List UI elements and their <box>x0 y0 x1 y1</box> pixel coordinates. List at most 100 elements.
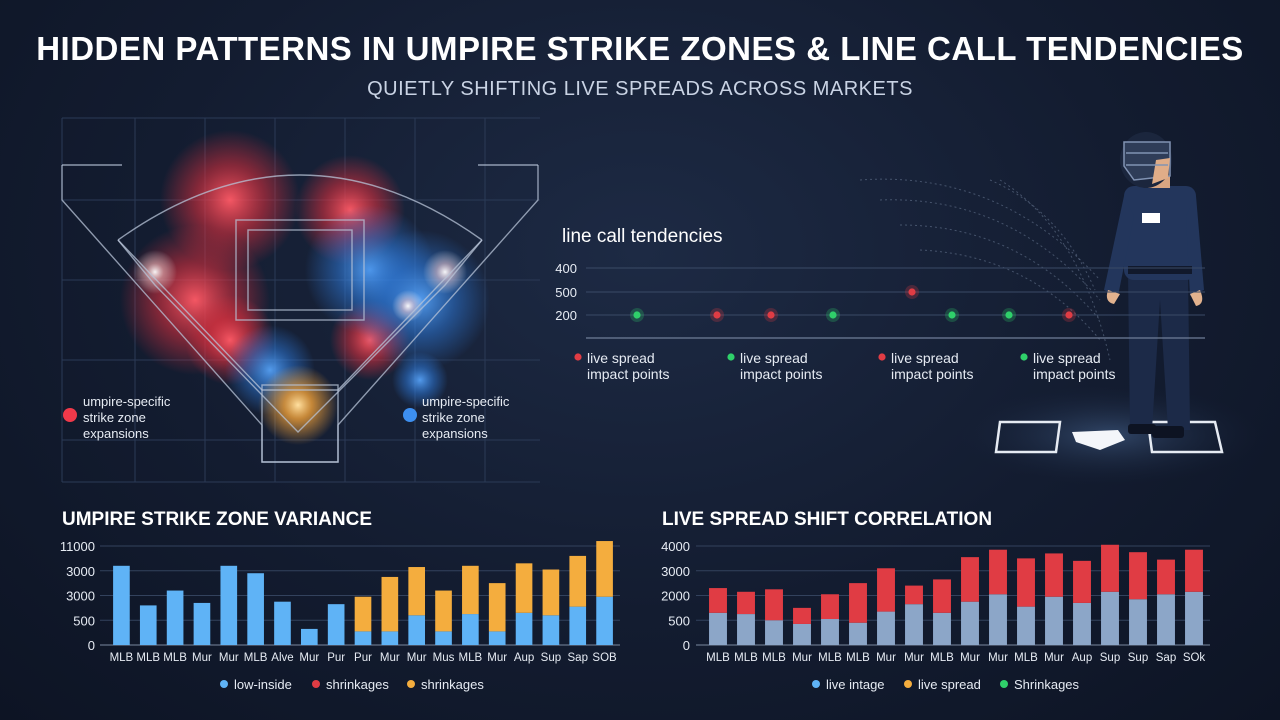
b2-bar-red <box>961 557 979 602</box>
b1-x-label: Sap <box>568 652 588 664</box>
b2-bar-steel <box>989 594 1007 645</box>
page-subtitle: QUIETLY SHIFTING LIVE SPREADS ACROSS MAR… <box>367 78 913 100</box>
b1-x-label: Mur <box>487 652 507 664</box>
b2-y-tick: 3000 <box>661 564 690 579</box>
b1-legend-dot <box>407 680 415 688</box>
line-call-point <box>767 311 775 319</box>
b1-bar-orange <box>488 583 506 632</box>
b2-bar-steel <box>961 601 979 645</box>
variance-title: UMPIRE STRIKE ZONE VARIANCE <box>62 509 372 530</box>
line-call-y-tick: 200 <box>555 308 577 323</box>
b1-x-label: Sup <box>541 652 561 664</box>
b2-bar-red <box>793 607 811 624</box>
b2-bar-steel <box>1157 594 1175 645</box>
b2-x-label: Mur <box>960 652 980 664</box>
b2-bar-steel <box>1045 596 1063 645</box>
b1-bar-blue <box>488 631 506 645</box>
line-call-point <box>713 311 721 319</box>
b2-bar-steel <box>1185 591 1203 645</box>
correlation-chart: LIVE SPREAD SHIFT CORRELATION 4000300020… <box>661 509 1210 692</box>
b1-x-label: Pur <box>354 652 372 664</box>
b2-bar-steel <box>737 614 755 645</box>
b1-bar-orange <box>515 563 533 613</box>
b1-bar-blue <box>569 606 587 645</box>
variance-chart: UMPIRE STRIKE ZONE VARIANCE 110003000300… <box>60 509 620 692</box>
b2-bar-red <box>933 579 951 613</box>
b1-bar-orange <box>462 565 479 615</box>
b1-bar-orange <box>596 541 613 597</box>
diamond-label-left: umpire-specific strike zone expansions <box>83 394 174 441</box>
b2-x-label: Mur <box>792 652 812 664</box>
page-title: HIDDEN PATTERNS IN UMPIRE STRIKE ZONES &… <box>36 30 1244 67</box>
line-call-legend-dot <box>574 353 582 361</box>
b1-x-label: Alve <box>271 652 293 664</box>
b1-x-label: Mur <box>407 652 427 664</box>
b2-bar-steel <box>849 622 867 645</box>
b2-bar-steel <box>933 612 951 645</box>
strike-zone-diamond: umpire-specific strike zone expansions u… <box>61 117 540 483</box>
b2-y-tick: 500 <box>668 613 690 628</box>
legend-dot-red <box>63 408 77 422</box>
b2-bar-red <box>765 589 783 621</box>
b2-x-label: MLB <box>1014 652 1038 664</box>
line-call-point <box>1065 311 1073 319</box>
b1-bar-blue <box>193 602 211 645</box>
b2-y-tick: 0 <box>683 638 690 653</box>
b1-legend-label: shrinkages <box>326 677 389 692</box>
b2-bar-steel <box>793 623 811 645</box>
b2-bar-red <box>1073 560 1091 603</box>
b2-bar-steel <box>877 611 895 645</box>
b1-bar-blue <box>300 628 318 645</box>
b2-y-tick: 2000 <box>661 589 690 604</box>
b1-x-label: MLB <box>459 652 483 664</box>
b1-legend-dot <box>220 680 228 688</box>
b2-x-label: Mur <box>1044 652 1064 664</box>
line-call-point <box>633 311 641 319</box>
b1-x-label: Mur <box>299 652 319 664</box>
b2-bar-red <box>737 591 755 615</box>
b2-bar-red <box>877 568 895 612</box>
b1-bar-orange <box>354 596 372 632</box>
line-call-point <box>1005 311 1013 319</box>
b2-bar-red <box>1045 553 1063 597</box>
line-call-point <box>829 311 837 319</box>
b1-y-tick: 3000 <box>66 564 95 579</box>
correlation-bars <box>709 544 1203 645</box>
b1-x-label: MLB <box>163 652 187 664</box>
b2-legend-dot <box>904 680 912 688</box>
b2-bar-red <box>989 549 1007 595</box>
b1-bar-blue <box>166 590 184 645</box>
b2-x-label: Sap <box>1156 652 1176 664</box>
b2-legend-label: live spread <box>918 677 981 692</box>
b2-x-label: Mur <box>988 652 1008 664</box>
diamond-outline <box>61 164 539 463</box>
b1-bar-blue <box>247 573 264 645</box>
b2-bar-red <box>1157 559 1175 595</box>
b1-legend-dot <box>312 680 320 688</box>
b1-bar-blue <box>515 612 533 645</box>
b2-bar-steel <box>905 604 923 645</box>
b2-legend-label: Shrinkages <box>1014 677 1080 692</box>
b1-y-tick: 500 <box>73 613 95 628</box>
line-call-legend-dot <box>1020 353 1028 361</box>
b1-legend-label: low-inside <box>234 677 292 692</box>
b2-x-label: MLB <box>706 652 730 664</box>
b1-x-label: Mus <box>433 652 455 664</box>
diamond-label-right: umpire-specific strike zone expansions <box>422 394 513 441</box>
b1-x-label: MLB <box>136 652 160 664</box>
b1-bar-blue <box>354 631 372 645</box>
b1-bar-blue <box>435 631 452 645</box>
b1-bar-blue <box>596 596 613 645</box>
b1-bar-orange <box>381 576 399 632</box>
b2-bar-red <box>1101 544 1119 592</box>
b2-legend-label: live intage <box>826 677 885 692</box>
